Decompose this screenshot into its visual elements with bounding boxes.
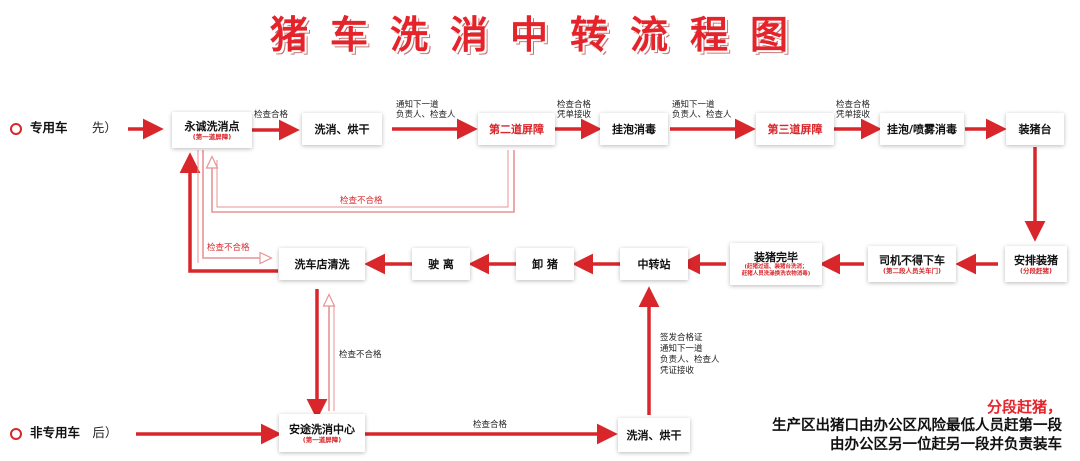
label-check-pass: 检查合格 bbox=[254, 110, 289, 120]
box-title: 卸 猪 bbox=[532, 257, 558, 271]
box-title: 第三道屏障 bbox=[767, 122, 823, 136]
bottom-lane-marker-icon bbox=[10, 428, 22, 440]
label-check-fail: 检查不合格 bbox=[339, 350, 382, 360]
box-subtitle: (赶猪过道、装猪台洗消； bbox=[744, 263, 808, 270]
note-line: 生产区出猪口由办公区风险最低人员赶第一段 bbox=[772, 418, 1062, 434]
lane-label-non-special-vehicle: 非专用车 后） bbox=[30, 425, 117, 441]
label-check-pass: 检查合格 bbox=[473, 420, 508, 430]
label-notify-next: 通知下一道 bbox=[672, 100, 715, 110]
box-loading-platform: 装猪台 bbox=[1006, 113, 1064, 145]
box-wash-dry-top: 洗消、烘干 bbox=[302, 113, 382, 145]
box-subtitle: (分段赶猪) bbox=[1020, 266, 1052, 275]
label-notify-next: 负责人、检查人 bbox=[672, 110, 732, 120]
box-title: 洗消、烘干 bbox=[626, 428, 682, 442]
lane-order: 后） bbox=[92, 425, 118, 440]
label-check-fail: 检查不合格 bbox=[207, 243, 250, 253]
segmented-driving-note: 分段赶猪， 生产区出猪口由办公区风险最低人员赶第一段 由办公区另一位赶另一段并负… bbox=[772, 398, 1062, 455]
box-yongcheng-wash-point: 永诚洗消点 (第一道屏障) bbox=[172, 112, 252, 148]
box-loading-done: 装猪完毕 (赶猪过道、装猪台洗消； 赶猪人员洗澡换洗衣物消毒) bbox=[730, 243, 822, 285]
label-check-receive: 凭单接收 bbox=[557, 110, 592, 120]
box-antu-wash-center: 安途洗消中心 (第一道屏障) bbox=[279, 414, 365, 452]
box-title: 永诚洗消点 bbox=[184, 119, 240, 133]
box-title: 第二道屏障 bbox=[489, 122, 544, 136]
box-transfer-station: 中转站 bbox=[620, 248, 688, 280]
label-notify-next: 负责人、检查人 bbox=[396, 110, 456, 120]
label-certificate: 负责人、检查人 bbox=[660, 355, 720, 365]
label-notify-next: 通知下一道 bbox=[396, 100, 439, 110]
top-lane-marker-icon bbox=[10, 123, 22, 135]
label-certificate: 通知下一道 bbox=[660, 344, 703, 354]
box-title: 装猪完毕 bbox=[754, 250, 798, 264]
label-certificate: 签发合格证 bbox=[660, 333, 703, 343]
box-barrier-two: 第二道屏障 bbox=[478, 113, 555, 145]
label-check-fail: 检查不合格 bbox=[340, 196, 383, 206]
box-driver-stays: 司机不得下车 (第二段人员关车门) bbox=[868, 246, 956, 282]
diagram-title: 猪车洗消中转流程图 bbox=[269, 13, 810, 57]
box-car-wash-shop: 洗车店清洗 bbox=[279, 248, 365, 280]
note-highlight: 分段赶猪， bbox=[986, 398, 1062, 416]
box-arrange-loading: 安排装猪 (分段赶猪) bbox=[1005, 246, 1067, 282]
lane-order: 先） bbox=[91, 120, 117, 135]
box-title: 装猪台 bbox=[1018, 122, 1052, 136]
label-check-receive: 检查合格 bbox=[836, 100, 871, 110]
lane-name: 专用车 bbox=[30, 120, 68, 135]
box-subtitle: (第二段人员关车门) bbox=[883, 266, 941, 275]
box-subtitle: (第一道屏障) bbox=[302, 435, 342, 444]
arrow-shop-to-yongcheng bbox=[179, 152, 278, 273]
box-title: 安排装猪 bbox=[1014, 253, 1058, 267]
box-drive-away: 驶 离 bbox=[412, 248, 470, 280]
label-check-receive: 检查合格 bbox=[557, 100, 592, 110]
label-certificate: 凭证接收 bbox=[660, 366, 695, 376]
box-title: 洗车店清洗 bbox=[294, 257, 350, 271]
box-foam-spray-disinfect: 挂泡/喷雾消毒 bbox=[880, 113, 964, 145]
note-line: 由办公区另一位赶另一段并负责装车 bbox=[830, 437, 1062, 453]
box-title: 安途洗消中心 bbox=[289, 422, 355, 436]
outline-yongcheng-to-shop bbox=[202, 150, 273, 265]
box-subtitle: 赶猪人员洗澡换洗衣物消毒) bbox=[741, 270, 811, 277]
box-title: 洗消、烘干 bbox=[314, 122, 370, 136]
lane-name: 非专用车 bbox=[30, 425, 81, 440]
box-subtitle: (第一道屏障) bbox=[192, 132, 232, 141]
box-wash-dry-bottom: 洗消、烘干 bbox=[618, 418, 690, 452]
box-title: 驶 离 bbox=[428, 257, 454, 271]
outline-barrier2-to-yongcheng-inner bbox=[216, 150, 509, 208]
label-check-receive: 凭单接收 bbox=[836, 110, 871, 120]
box-unload-pigs: 卸 猪 bbox=[516, 248, 574, 280]
box-title: 挂泡/喷雾消毒 bbox=[886, 122, 958, 136]
box-foam-disinfect: 挂泡消毒 bbox=[600, 113, 668, 145]
box-barrier-three: 第三道屏障 bbox=[756, 113, 834, 145]
outline-barrier2-to-yongcheng bbox=[205, 150, 515, 213]
box-title: 司机不得下车 bbox=[879, 253, 945, 267]
box-title: 中转站 bbox=[637, 257, 671, 271]
box-title: 挂泡消毒 bbox=[612, 122, 656, 136]
lane-label-special-vehicle: 专用车 先） bbox=[30, 120, 117, 136]
